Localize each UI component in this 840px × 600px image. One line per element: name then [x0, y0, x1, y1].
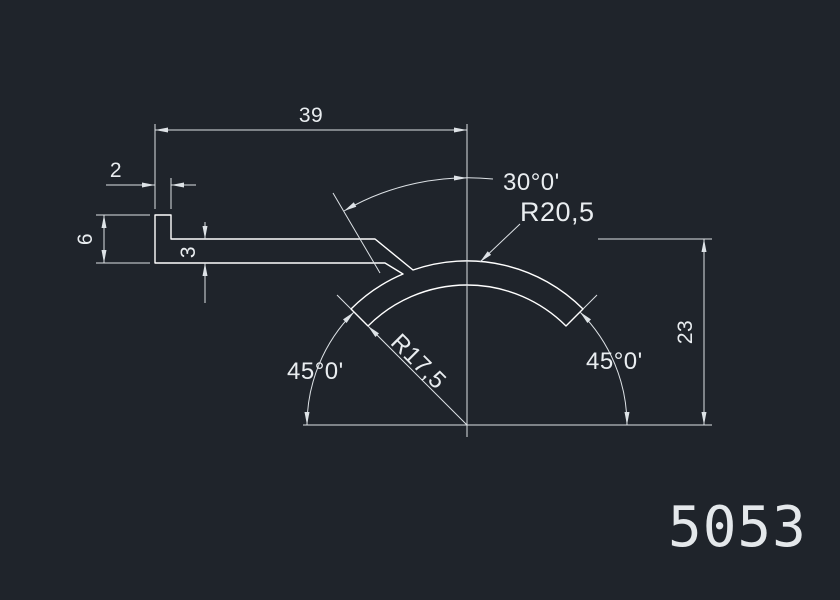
arrow-45l-bottom	[304, 412, 310, 425]
arrow-30-right	[454, 175, 467, 181]
dim-text-45-right: 45°0'	[586, 348, 643, 375]
dim-text-45-left: 45°0'	[287, 358, 344, 385]
arrow-30-left	[344, 202, 357, 211]
arrow-6-bottom	[101, 250, 107, 263]
arrow-r175	[368, 326, 379, 337]
dim-text-3: 3	[177, 246, 200, 258]
dim-text-23: 23	[674, 320, 697, 344]
profile-outline	[154, 214, 584, 327]
arrow-23-bottom	[701, 412, 707, 425]
arrow-45l-top	[343, 312, 354, 323]
part-number-label: 5053	[668, 495, 807, 560]
arrow-r205	[480, 251, 492, 262]
arrow-45r-bottom	[624, 412, 630, 425]
arrow-3-bottom	[202, 263, 208, 276]
dim-text-r175: R17,5	[385, 329, 451, 395]
arrow-3-top	[202, 226, 208, 239]
angle-30-arc	[343, 177, 494, 212]
cap-ext-right	[582, 294, 598, 310]
dim-text-2: 2	[110, 159, 122, 182]
dim-text-30: 30°0'	[503, 169, 560, 196]
dim-text-6: 6	[74, 233, 97, 245]
cap-ext-left	[336, 294, 352, 310]
radius-r175-line	[367, 325, 468, 426]
arrow-39-right	[454, 127, 467, 133]
arrow-2-right	[171, 182, 184, 188]
angle-30-radial-line	[332, 192, 381, 274]
arrow-2-left	[142, 182, 155, 188]
arrow-45r-top	[580, 312, 591, 323]
dim-text-39: 39	[299, 104, 323, 127]
arrow-6-top	[101, 215, 107, 228]
arrow-23-top	[701, 239, 707, 252]
angle-45-left-arc	[306, 311, 355, 426]
angle-45-right-arc	[579, 311, 628, 426]
dim-text-r205: R20,5	[520, 197, 595, 227]
arrow-39-left	[155, 127, 168, 133]
